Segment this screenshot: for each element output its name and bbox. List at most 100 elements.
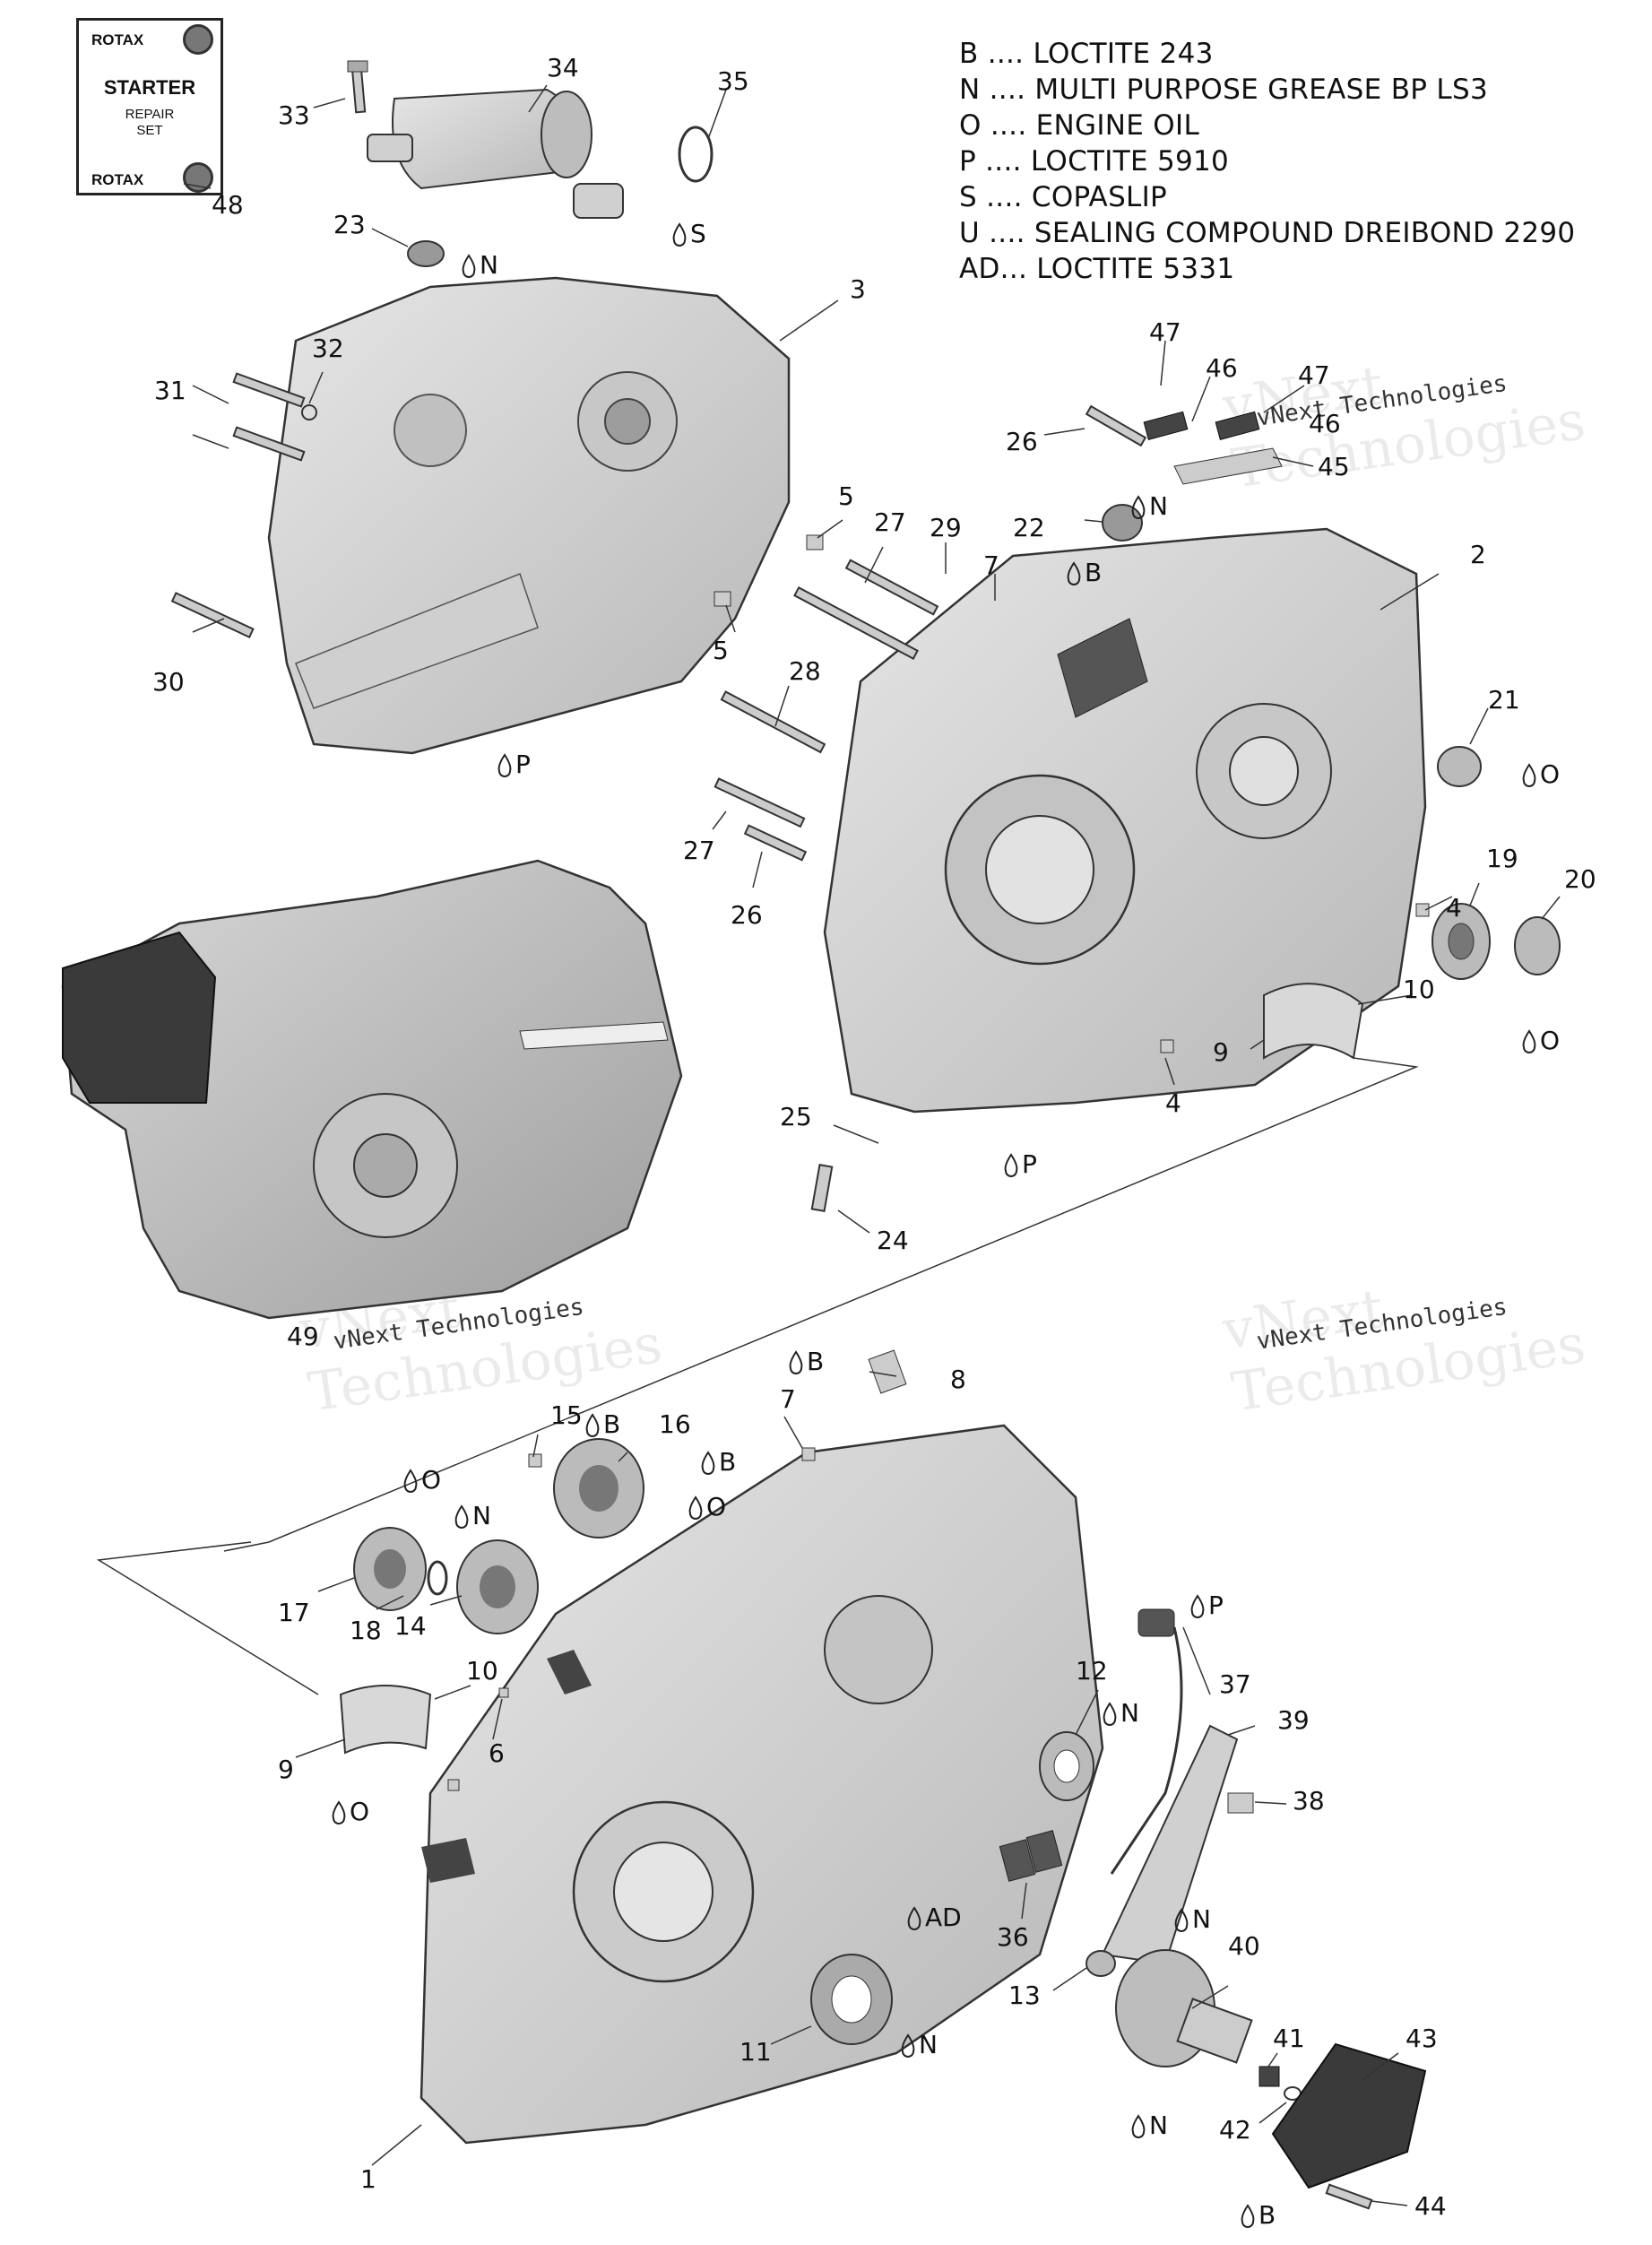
spring-41 [1258,2066,1280,2087]
kit-subtitle: REPAIR SET [79,107,221,139]
bolt-30 [170,592,255,638]
callout: 27 [874,507,906,537]
callout: 10 [466,1656,498,1686]
gasket-39 [1101,1724,1239,1965]
mark-label: B [1258,2200,1276,2230]
bolt-44 [1325,2183,1373,2210]
callout: 32 [312,334,344,363]
mark-label: O [1540,759,1560,789]
leader-lines [183,84,1561,2206]
callout: 23 [333,210,366,239]
callout: 46 [1206,353,1238,383]
legend-line-u: U .... SEALING COMPOUND DREIBOND 2290 [959,217,1576,249]
assembled-engine [61,859,683,1320]
callout: 18 [350,1616,382,1645]
callout: 14 [394,1611,427,1641]
o-ring-35 [678,126,714,183]
crankcase-pto-side [419,1424,1104,2145]
drop-icon [1067,561,1081,585]
callout: 24 [877,1226,909,1255]
seal-22 [1102,504,1143,542]
drop-icon [585,1413,600,1437]
callout: 34 [547,53,579,82]
mark-label: B [603,1409,620,1439]
drop-icon [497,753,512,777]
callout: 6 [489,1738,505,1768]
drop-icon [1174,1908,1189,1932]
callout: 45 [1318,452,1350,481]
callout: 46 [1309,409,1341,438]
gear-logo-icon [183,24,213,55]
callout: 10 [1403,975,1435,1004]
legend: B .... LOCTITE 243 N .... MULTI PURPOSE … [959,36,1575,287]
mark-label: O [421,1465,441,1495]
starter-motor [367,88,624,219]
callout: 26 [731,900,763,930]
mark-label: P [515,750,531,779]
drop-icon [1241,2204,1255,2228]
dowel-pins [714,534,1430,1053]
callout: 16 [659,1409,691,1439]
callout: 21 [1488,685,1520,715]
drop-icon [332,1800,346,1825]
callout: 9 [278,1755,294,1784]
rotax-logo-top: ROTAX [91,31,144,48]
callout: 4 [1446,893,1462,923]
callout: 3 [850,274,866,304]
seal-23 [407,240,445,267]
drop-icon [672,222,687,247]
legend-line-p: P .... LOCTITE 5910 [959,145,1230,178]
drop-icon [403,1469,418,1493]
callout: 22 [1013,513,1045,542]
legend-line-n: N .... MULTI PURPOSE GREASE BP LS3 [959,74,1488,106]
callout: 48 [212,190,244,220]
callout: 5 [713,636,729,665]
kit-title: STARTER [103,76,196,99]
product-mark-labels: S N P N B O O P B B B O N O P N O AD N N… [332,219,1560,2230]
mark-label: P [1022,1149,1037,1179]
callout-labels: 34 35 33 48 23 3 32 31 30 47 46 47 46 45… [152,53,1596,2221]
mark-label: O [1540,1026,1560,1055]
bearing-21 [1437,746,1482,787]
callout: 15 [550,1400,583,1430]
drop-icon [901,2033,915,2058]
bearings-19-20 [1431,903,1561,980]
mark-label: B [719,1447,736,1477]
mark-label: N [919,2030,938,2059]
legend-line-o: O .... ENGINE OIL [959,109,1200,142]
drop-icon [1190,1594,1205,1618]
callout: 13 [1008,1981,1041,2010]
drop-icon [907,1906,921,1930]
drop-icon [701,1451,715,1475]
bolt-24 [810,1164,834,1212]
drop-icon [1103,1702,1117,1726]
mark-label: P [1208,1591,1224,1620]
mark-label: S [690,219,706,248]
legend-line-b: B .... LOCTITE 243 [959,38,1214,70]
callout: 26 [1006,427,1038,456]
drop-icon [1522,763,1536,787]
rotax-logo-bottom: ROTAX [91,171,144,188]
callout: 7 [983,550,999,580]
callout: 30 [152,667,185,697]
fittings-36 [999,1830,1063,1882]
callout: 39 [1277,1705,1310,1735]
cover-43 [1271,2042,1427,2189]
washer-32 [301,404,317,420]
drop-icon [462,254,476,278]
assembly-link-line [96,1541,319,1695]
bolt-31 [232,372,306,462]
callout: 17 [278,1598,310,1627]
callout: 37 [1219,1669,1251,1699]
callout: 36 [997,1922,1029,1952]
assembly-link-line [223,1057,1419,1552]
mark-label: O [350,1797,369,1826]
mark-label: N [480,250,498,280]
mark-label: AD [925,1903,962,1932]
drop-icon [688,1495,703,1520]
kit-subtitle-line-2: SET [136,123,163,138]
drop-icon [1004,1153,1018,1177]
callout: 1 [360,2164,376,2194]
callout: 35 [717,66,749,96]
crankcase-center [823,527,1427,1114]
